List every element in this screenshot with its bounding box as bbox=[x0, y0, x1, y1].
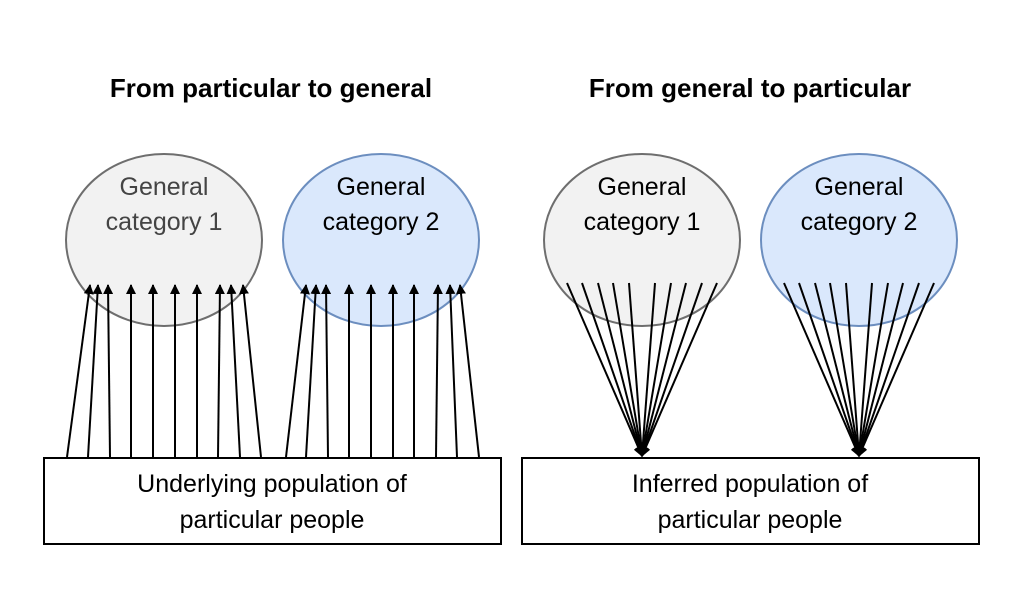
right-population-box: Inferred population of particular people bbox=[521, 457, 980, 545]
left-category-1-label-line2: category 1 bbox=[106, 208, 223, 236]
downward-arrow-cat2-7 bbox=[855, 282, 889, 457]
downward-arrow-cat1-10 bbox=[640, 282, 718, 457]
downward-arrow-cat2-2 bbox=[798, 282, 861, 457]
upward-arrow-cat1-1 bbox=[66, 284, 94, 458]
left-category-2-circle bbox=[282, 153, 480, 327]
left-category-1-node: General category 1 bbox=[65, 153, 263, 327]
downward-arrow-cat1-8 bbox=[639, 282, 687, 457]
left-category-1-circle bbox=[65, 153, 263, 327]
left-panel-heading: From particular to general bbox=[110, 73, 432, 103]
downward-arrow-cat2-1 bbox=[783, 282, 861, 457]
downward-arrow-cat1-9 bbox=[640, 282, 703, 457]
right-category-2-node: General category 2 bbox=[760, 153, 958, 327]
upward-arrow-cat1-8 bbox=[214, 284, 225, 458]
downward-arrow-cat2-5 bbox=[845, 282, 864, 457]
downward-arrow-cat1-1 bbox=[566, 282, 644, 457]
downward-arrow-cat2-10 bbox=[857, 282, 935, 457]
downward-arrow-cat1-7 bbox=[638, 282, 672, 457]
upward-arrow-cat2-10 bbox=[456, 284, 480, 458]
upward-arrow-cat1-9 bbox=[226, 284, 241, 458]
upward-arrow-cat1-10 bbox=[238, 284, 262, 458]
left-population-box: Underlying population of particular peop… bbox=[43, 457, 502, 545]
right-panel-heading: From general to particular bbox=[589, 73, 911, 103]
upward-arrow-cat1-2 bbox=[87, 284, 103, 458]
downward-arrow-cat1-3 bbox=[597, 282, 645, 457]
right-population-box-frame bbox=[521, 457, 980, 545]
downward-arrow-cat2-6 bbox=[854, 282, 873, 457]
downward-arrow-cat2-9 bbox=[857, 282, 920, 457]
upward-arrow-cat2-1 bbox=[285, 284, 310, 458]
downward-arrow-cat2-4 bbox=[829, 282, 863, 457]
right-category-1-circle bbox=[543, 153, 741, 327]
upward-arrow-cat2-3 bbox=[321, 284, 332, 458]
downward-arrow-cat1-4 bbox=[612, 282, 646, 457]
right-downward-arrows bbox=[566, 282, 935, 457]
upward-arrow-cat2-8 bbox=[432, 284, 443, 458]
right-category-1-label-line2: category 1 bbox=[584, 208, 701, 236]
right-population-label-line1: Inferred population of bbox=[632, 470, 868, 498]
left-category-2-node: General category 2 bbox=[282, 153, 480, 327]
left-category-1-label-line1: General bbox=[120, 173, 209, 201]
downward-arrow-cat1-6 bbox=[637, 282, 656, 457]
right-category-1-label-line1: General bbox=[598, 173, 687, 201]
downward-arrow-cat1-5 bbox=[628, 282, 647, 457]
downward-arrow-cat2-3 bbox=[814, 282, 862, 457]
right-category-2-circle bbox=[760, 153, 958, 327]
left-population-box-frame bbox=[43, 457, 502, 545]
upward-arrow-cat1-3 bbox=[103, 284, 114, 458]
left-upward-arrows bbox=[66, 284, 480, 458]
upward-arrow-cat2-9 bbox=[445, 284, 458, 458]
right-category-2-label-line1: General bbox=[815, 173, 904, 201]
left-population-label-line1: Underlying population of bbox=[137, 470, 407, 498]
left-category-2-label-line2: category 2 bbox=[323, 208, 440, 236]
right-category-1-node: General category 1 bbox=[543, 153, 741, 327]
downward-arrow-cat2-8 bbox=[856, 282, 904, 457]
right-population-label-line2: particular people bbox=[658, 506, 843, 534]
right-category-2-label-line2: category 2 bbox=[801, 208, 918, 236]
downward-arrow-cat1-2 bbox=[581, 282, 644, 457]
upward-arrow-cat2-2 bbox=[305, 284, 321, 458]
left-population-label-line2: particular people bbox=[180, 506, 365, 534]
left-category-2-label-line1: General bbox=[337, 173, 426, 201]
